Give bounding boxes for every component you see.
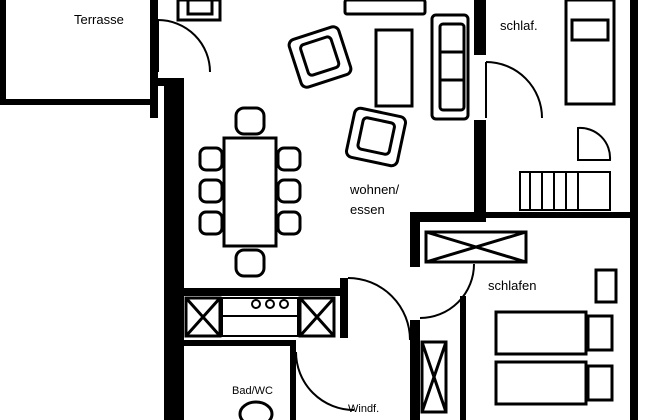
closets: [184, 230, 528, 414]
room-label-terrasse: Terrasse: [74, 12, 124, 27]
coffee-table: [374, 28, 414, 108]
room-label-wohnen: wohnen/: [349, 182, 400, 197]
door-arcs: [157, 19, 543, 411]
room-label-windf: Windf.: [348, 403, 379, 415]
dining-table: [222, 136, 278, 248]
sofa: [430, 13, 470, 121]
kitchen-counter: [221, 297, 299, 337]
armchairs: [287, 25, 408, 168]
dining-chairs: [198, 106, 302, 278]
sofa-top: [176, 0, 427, 22]
staircase: [519, 126, 612, 211]
room-label-bad: Bad/WC: [232, 385, 273, 397]
room-label-schlaf: schlaf.: [500, 18, 538, 33]
wc-bowl: [238, 400, 274, 420]
room-label-schlafen: schlafen: [488, 278, 536, 293]
room-label-essen: essen: [350, 202, 385, 217]
beds: [494, 0, 618, 406]
